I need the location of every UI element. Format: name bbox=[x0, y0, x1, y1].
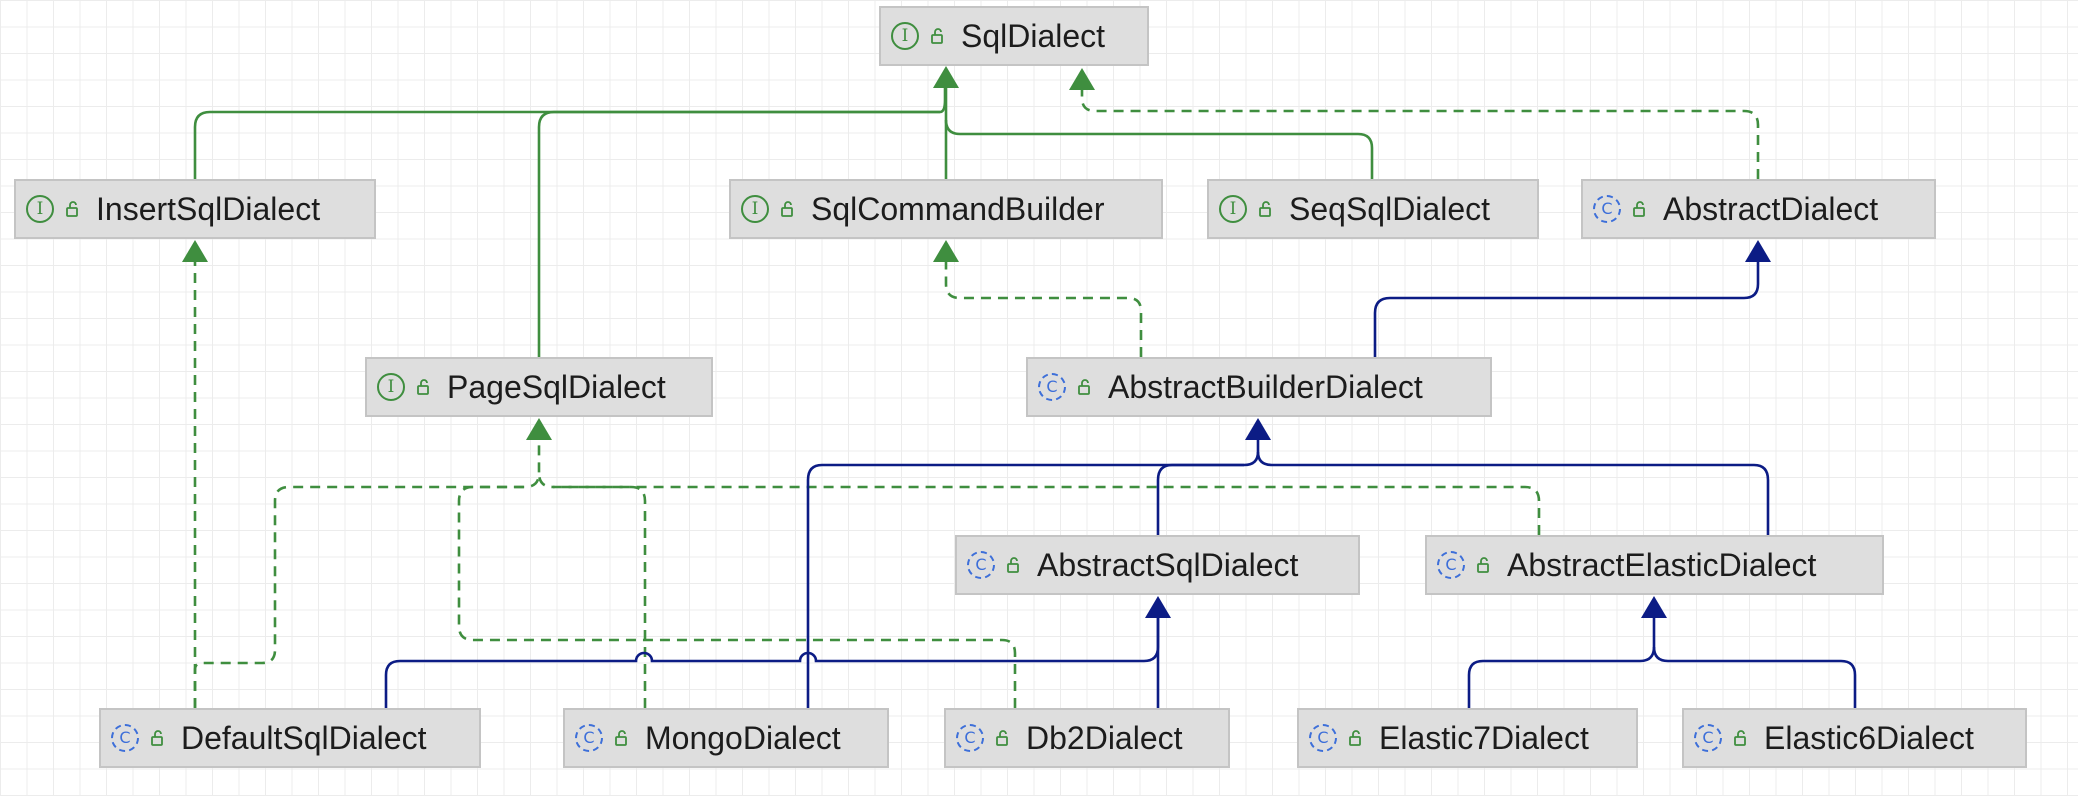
class-icon: C bbox=[1694, 724, 1722, 752]
public-lock-icon bbox=[1347, 729, 1365, 747]
node-label: MongoDialect bbox=[645, 719, 841, 756]
edge-elastic6dialect-abstractelasticdialect bbox=[1652, 646, 1857, 708]
public-lock-icon bbox=[779, 200, 797, 218]
node-label: Db2Dialect bbox=[1026, 719, 1183, 756]
edge-mongodialect-abstractbuilderdialect bbox=[806, 463, 1244, 708]
arrowhead-abstractbuilderdialect bbox=[1245, 418, 1271, 440]
public-lock-icon bbox=[1005, 556, 1023, 574]
edge-seqsqldialect-sqldialect bbox=[944, 119, 1374, 179]
node-elastic6dialect[interactable]: C Elastic6Dialect bbox=[1682, 708, 2027, 768]
public-lock-icon bbox=[929, 27, 947, 45]
arrowhead-pagesqldialect bbox=[526, 418, 552, 440]
node-label: SqlDialect bbox=[961, 17, 1106, 54]
class-icon: C bbox=[956, 724, 984, 752]
interface-icon: I bbox=[1219, 195, 1247, 223]
public-lock-icon bbox=[149, 729, 167, 747]
node-seqsqldialect[interactable]: I SeqSqlDialect bbox=[1207, 179, 1539, 239]
edge-db2dialect-pagesqldialect bbox=[457, 485, 1017, 708]
arrowhead-sqldialect-realize bbox=[1069, 68, 1095, 90]
node-abstractbuilderdialect[interactable]: C AbstractBuilderDialect bbox=[1026, 357, 1492, 417]
node-label: AbstractElasticDialect bbox=[1507, 546, 1817, 583]
class-icon: C bbox=[1309, 724, 1337, 752]
interface-icon: I bbox=[891, 22, 919, 50]
node-sqlcommandbuilder[interactable]: I SqlCommandBuilder bbox=[729, 179, 1163, 239]
interface-icon: I bbox=[377, 373, 405, 401]
edge-abstractelasticdialect-abstractbuilderdialect bbox=[1256, 451, 1770, 535]
node-label: InsertSqlDialect bbox=[96, 190, 321, 227]
abstract-class-icon: C bbox=[1437, 551, 1465, 579]
arrowhead-sqldialect bbox=[933, 66, 959, 88]
arrowhead-abstractelasticdialect bbox=[1641, 596, 1667, 618]
arrowhead-abstractdialect bbox=[1745, 240, 1771, 262]
node-pagesqldialect[interactable]: I PageSqlDialect bbox=[365, 357, 713, 417]
node-label: Elastic7Dialect bbox=[1379, 719, 1589, 756]
public-lock-icon bbox=[1076, 378, 1094, 396]
edge-insertsqldialect-sqldialect bbox=[193, 88, 947, 179]
interface-icon: I bbox=[741, 195, 769, 223]
public-lock-icon bbox=[1732, 729, 1750, 747]
edge-defaultsqldialect-pagesqldialect bbox=[193, 440, 541, 708]
node-label: SeqSqlDialect bbox=[1289, 190, 1490, 227]
public-lock-icon bbox=[415, 378, 433, 396]
public-lock-icon bbox=[1257, 200, 1275, 218]
public-lock-icon bbox=[994, 729, 1012, 747]
edge-abstractbuilderdialect-sqlcommandbuilder bbox=[944, 262, 1143, 357]
edge-defaultsqldialect-abstractsqldialect bbox=[384, 618, 1160, 708]
node-sqldialect[interactable]: I SqlDialect bbox=[879, 6, 1149, 66]
node-elastic7dialect[interactable]: C Elastic7Dialect bbox=[1297, 708, 1638, 768]
edge-abstractelasticdialect-pagesqldialect bbox=[537, 472, 1541, 535]
node-label: AbstractSqlDialect bbox=[1037, 546, 1299, 583]
arrowhead-insertsqldialect bbox=[182, 240, 208, 262]
node-label: AbstractDialect bbox=[1663, 190, 1879, 227]
class-icon: C bbox=[111, 724, 139, 752]
abstract-class-icon: C bbox=[967, 551, 995, 579]
edge-elastic7dialect-abstractelasticdialect bbox=[1467, 618, 1656, 708]
abstract-class-icon: C bbox=[1593, 195, 1621, 223]
public-lock-icon bbox=[1631, 200, 1649, 218]
public-lock-icon bbox=[64, 200, 82, 218]
public-lock-icon bbox=[613, 729, 631, 747]
class-icon: C bbox=[575, 724, 603, 752]
interface-icon: I bbox=[26, 195, 54, 223]
node-db2dialect[interactable]: C Db2Dialect bbox=[944, 708, 1230, 768]
node-label: AbstractBuilderDialect bbox=[1108, 368, 1423, 405]
node-label: SqlCommandBuilder bbox=[811, 190, 1105, 227]
edge-abstractbuilderdialect-abstractdialect bbox=[1373, 262, 1760, 357]
node-defaultsqldialect[interactable]: C DefaultSqlDialect bbox=[99, 708, 481, 768]
arrowhead-sqlcommandbuilder bbox=[933, 240, 959, 262]
node-label: DefaultSqlDialect bbox=[181, 719, 427, 756]
edge-abstractdialect-sqldialect bbox=[1080, 90, 1760, 179]
arrowhead-abstractsqldialect bbox=[1145, 596, 1171, 618]
node-abstractdialect[interactable]: C AbstractDialect bbox=[1581, 179, 1936, 239]
node-abstractelasticdialect[interactable]: C AbstractElasticDialect bbox=[1425, 535, 1884, 595]
node-abstractsqldialect[interactable]: C AbstractSqlDialect bbox=[955, 535, 1360, 595]
node-label: PageSqlDialect bbox=[447, 368, 666, 405]
node-label: Elastic6Dialect bbox=[1764, 719, 1974, 756]
public-lock-icon bbox=[1475, 556, 1493, 574]
edge-pagesqldialect-sqldialect bbox=[537, 110, 940, 357]
node-mongodialect[interactable]: C MongoDialect bbox=[563, 708, 889, 768]
abstract-class-icon: C bbox=[1038, 373, 1066, 401]
node-insertsqldialect[interactable]: I InsertSqlDialect bbox=[14, 179, 376, 239]
edge-mongodialect-pagesqldialect bbox=[553, 485, 647, 708]
